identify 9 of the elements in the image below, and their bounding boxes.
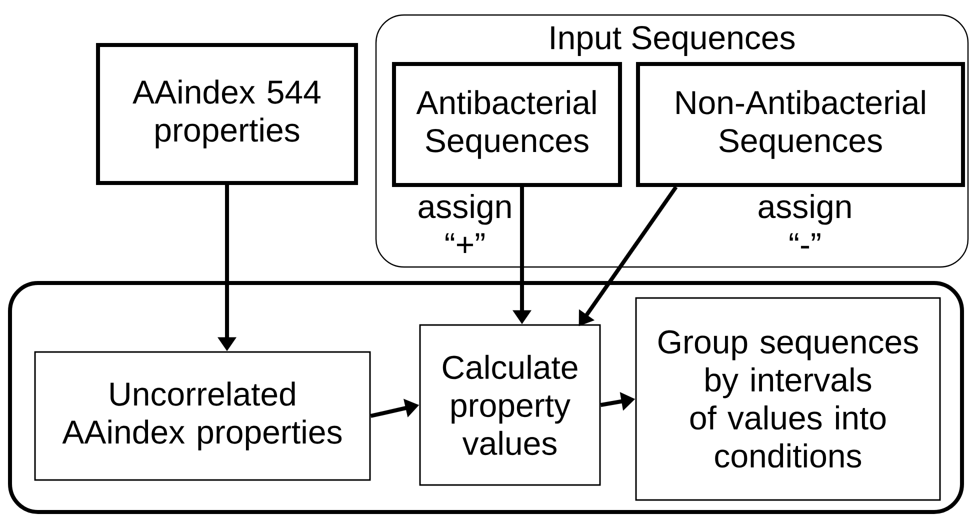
group-frame [8, 280, 964, 514]
beside-label: assign “-” [758, 194, 851, 248]
process-box: Group sequences by intervals of values into conditions [635, 297, 941, 501]
process-box: AAindex 544 properties [96, 42, 358, 185]
process-box: Uncorrelated AAindex properties [34, 351, 371, 481]
process-box: Non-Antibacterial Sequences [636, 62, 965, 187]
process-box: Antibacterial Sequences [392, 62, 622, 187]
process-box: Calculate property values [419, 324, 601, 486]
beside-label: assign “+” [418, 194, 511, 254]
